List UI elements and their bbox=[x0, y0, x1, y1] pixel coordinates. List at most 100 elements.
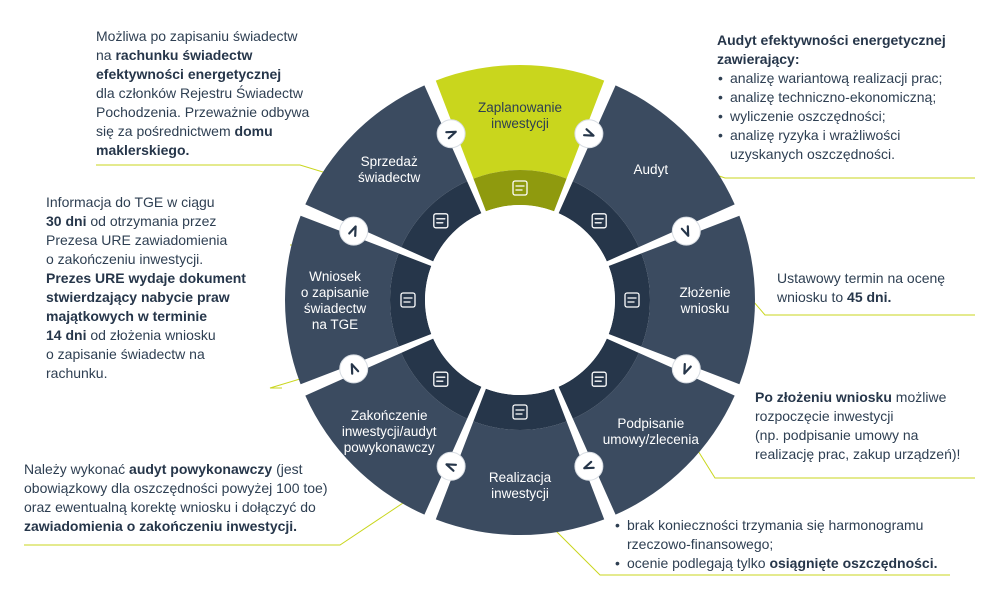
chevron-badge bbox=[339, 216, 369, 246]
note-bold: audyt powykonawczy bbox=[129, 461, 273, 477]
chart-cash-icon bbox=[433, 213, 449, 229]
note-bold: osiągnięte oszczędności. bbox=[769, 555, 938, 571]
note-text: oraz ewentualną korektę wniosku i dołącz… bbox=[24, 499, 316, 515]
list-item-continuation: uzyskanych oszczędności. bbox=[730, 146, 895, 162]
chevron-badge bbox=[671, 216, 701, 246]
note-bold: maklerskiego. bbox=[96, 142, 190, 158]
note-bold: 45 dni. bbox=[847, 289, 892, 305]
note-text: na bbox=[96, 47, 116, 63]
list-item: wyliczenie oszczędności; bbox=[718, 107, 987, 126]
note-text: ocenie podlegają tylko bbox=[627, 555, 770, 571]
connector-line bbox=[544, 519, 950, 576]
note-text: Możliwa po zapisaniu świadectw bbox=[96, 28, 298, 44]
segment-inner-sale bbox=[401, 181, 482, 262]
target-icon bbox=[512, 404, 528, 420]
list-item: analizę ryzyka i wrażliwości bbox=[718, 126, 987, 145]
note-text: rozpoczęcie inwestycji bbox=[755, 408, 894, 424]
note-completion: Należy wykonać audyt powykonawczy (jest … bbox=[24, 460, 364, 536]
note-text: brak konieczności trzymania się harmonog… bbox=[627, 517, 924, 533]
chevron-badges bbox=[339, 119, 701, 481]
connector-line bbox=[686, 164, 975, 179]
note-bold: 14 dni bbox=[46, 327, 87, 343]
list-item: analizę techniczno-ekonomiczną; bbox=[718, 88, 987, 107]
segment-contract bbox=[572, 352, 735, 515]
list-item: analizę wariantową realizacji prac; bbox=[718, 69, 987, 88]
segment-application bbox=[641, 215, 756, 385]
badge-icon bbox=[433, 371, 449, 387]
note-text: od złożenia wniosku bbox=[86, 327, 216, 343]
chevron-badge bbox=[339, 354, 369, 384]
note-text: o zapisanie świadectw na bbox=[46, 346, 205, 362]
segment-inner-audit bbox=[558, 181, 639, 262]
handshake-icon bbox=[512, 180, 528, 196]
note-text: możliwe bbox=[891, 389, 947, 405]
note-text: (jest bbox=[272, 461, 303, 477]
segment-audit bbox=[572, 85, 735, 248]
connector-line bbox=[24, 494, 416, 546]
note-text: (np. podpisanie umowy na bbox=[755, 427, 919, 443]
segment-inner-application bbox=[608, 253, 651, 347]
note-bold: zawiadomienia o zakończeniu inwestycji. bbox=[24, 518, 298, 534]
note-heading: zawierający: bbox=[717, 51, 800, 67]
segment-icons bbox=[400, 180, 640, 420]
segment-inner-planning bbox=[473, 170, 567, 212]
document-pen-icon bbox=[591, 371, 607, 387]
note-heading: Audyt efektywności energetycznej bbox=[717, 32, 946, 48]
note-bold: stwierdzający nabycie praw bbox=[46, 289, 230, 305]
note-certificate-sale: Możliwa po zapisaniu świadectw na rachun… bbox=[96, 27, 336, 160]
note-text: się za pośrednictwem bbox=[96, 123, 235, 139]
list-item: brak konieczności trzymania się harmonog… bbox=[615, 516, 984, 554]
note-text: rzeczowo-finansowego; bbox=[627, 536, 774, 552]
note-contract: Po złożeniu wniosku możliwe rozpoczęcie … bbox=[755, 388, 990, 464]
chevron-icon bbox=[350, 363, 360, 375]
note-text: Informacja do TGE w ciągu bbox=[46, 194, 215, 210]
segment-realization bbox=[435, 421, 605, 536]
note-bold: 30 dni bbox=[46, 213, 87, 229]
note-text: od otrzymania przez bbox=[86, 213, 217, 229]
realization-list: brak konieczności trzymania się harmonog… bbox=[614, 516, 984, 573]
note-application-deadline: Ustawowy termin na ocenę wniosku to 45 d… bbox=[777, 269, 977, 307]
note-text: realizację prac, zakup urządzeń)! bbox=[755, 446, 961, 462]
chevron-icon bbox=[583, 460, 595, 470]
segment-label-audit: Audyt bbox=[634, 162, 669, 177]
note-text: Prezesa URE zawiadomienia bbox=[46, 232, 228, 248]
audit-list: analizę wariantową realizacji prac; anal… bbox=[717, 69, 987, 145]
segment-tge-request bbox=[285, 215, 399, 385]
briefcase-search-icon bbox=[591, 213, 607, 229]
note-bold: domu bbox=[234, 123, 273, 139]
segment-sale bbox=[305, 85, 468, 248]
segment-inner-completion bbox=[401, 338, 482, 419]
segment-inner-contract bbox=[558, 338, 639, 419]
note-text: obowiązkowy dla oszczędności powyżej 100… bbox=[24, 480, 328, 496]
note-tge-request: Informacja do TGE w ciągu 30 dni od otrz… bbox=[46, 193, 276, 383]
note-text: Należy wykonać bbox=[24, 461, 130, 477]
note-bold: efektywności energetycznej bbox=[96, 66, 282, 82]
segment-planning bbox=[435, 65, 605, 179]
inner-ring bbox=[389, 170, 651, 430]
chevron-badge bbox=[574, 119, 604, 149]
gear-icon bbox=[400, 292, 416, 308]
note-text: rachunku. bbox=[46, 365, 108, 381]
chevron-icon bbox=[348, 225, 357, 237]
chevron-badge bbox=[671, 354, 701, 384]
document-money-icon bbox=[624, 292, 640, 308]
segment-completion bbox=[305, 352, 468, 515]
note-bold: majątkowych w terminie bbox=[46, 308, 208, 324]
chevron-icon bbox=[445, 463, 457, 472]
wheel-hub bbox=[425, 205, 615, 395]
note-realization: brak konieczności trzymania się harmonog… bbox=[614, 516, 984, 573]
note-text: Ustawowy termin na ocenę bbox=[777, 270, 946, 286]
note-text: Pochodzenia. Przeważnie odbywa bbox=[96, 104, 310, 120]
note-audit: Audyt efektywności energetycznej zawiera… bbox=[717, 31, 987, 164]
note-bold: Prezes URE wydaje dokument bbox=[46, 270, 246, 286]
chevron-icon bbox=[583, 128, 595, 137]
note-bold: Po złożeniu wniosku bbox=[755, 389, 892, 405]
